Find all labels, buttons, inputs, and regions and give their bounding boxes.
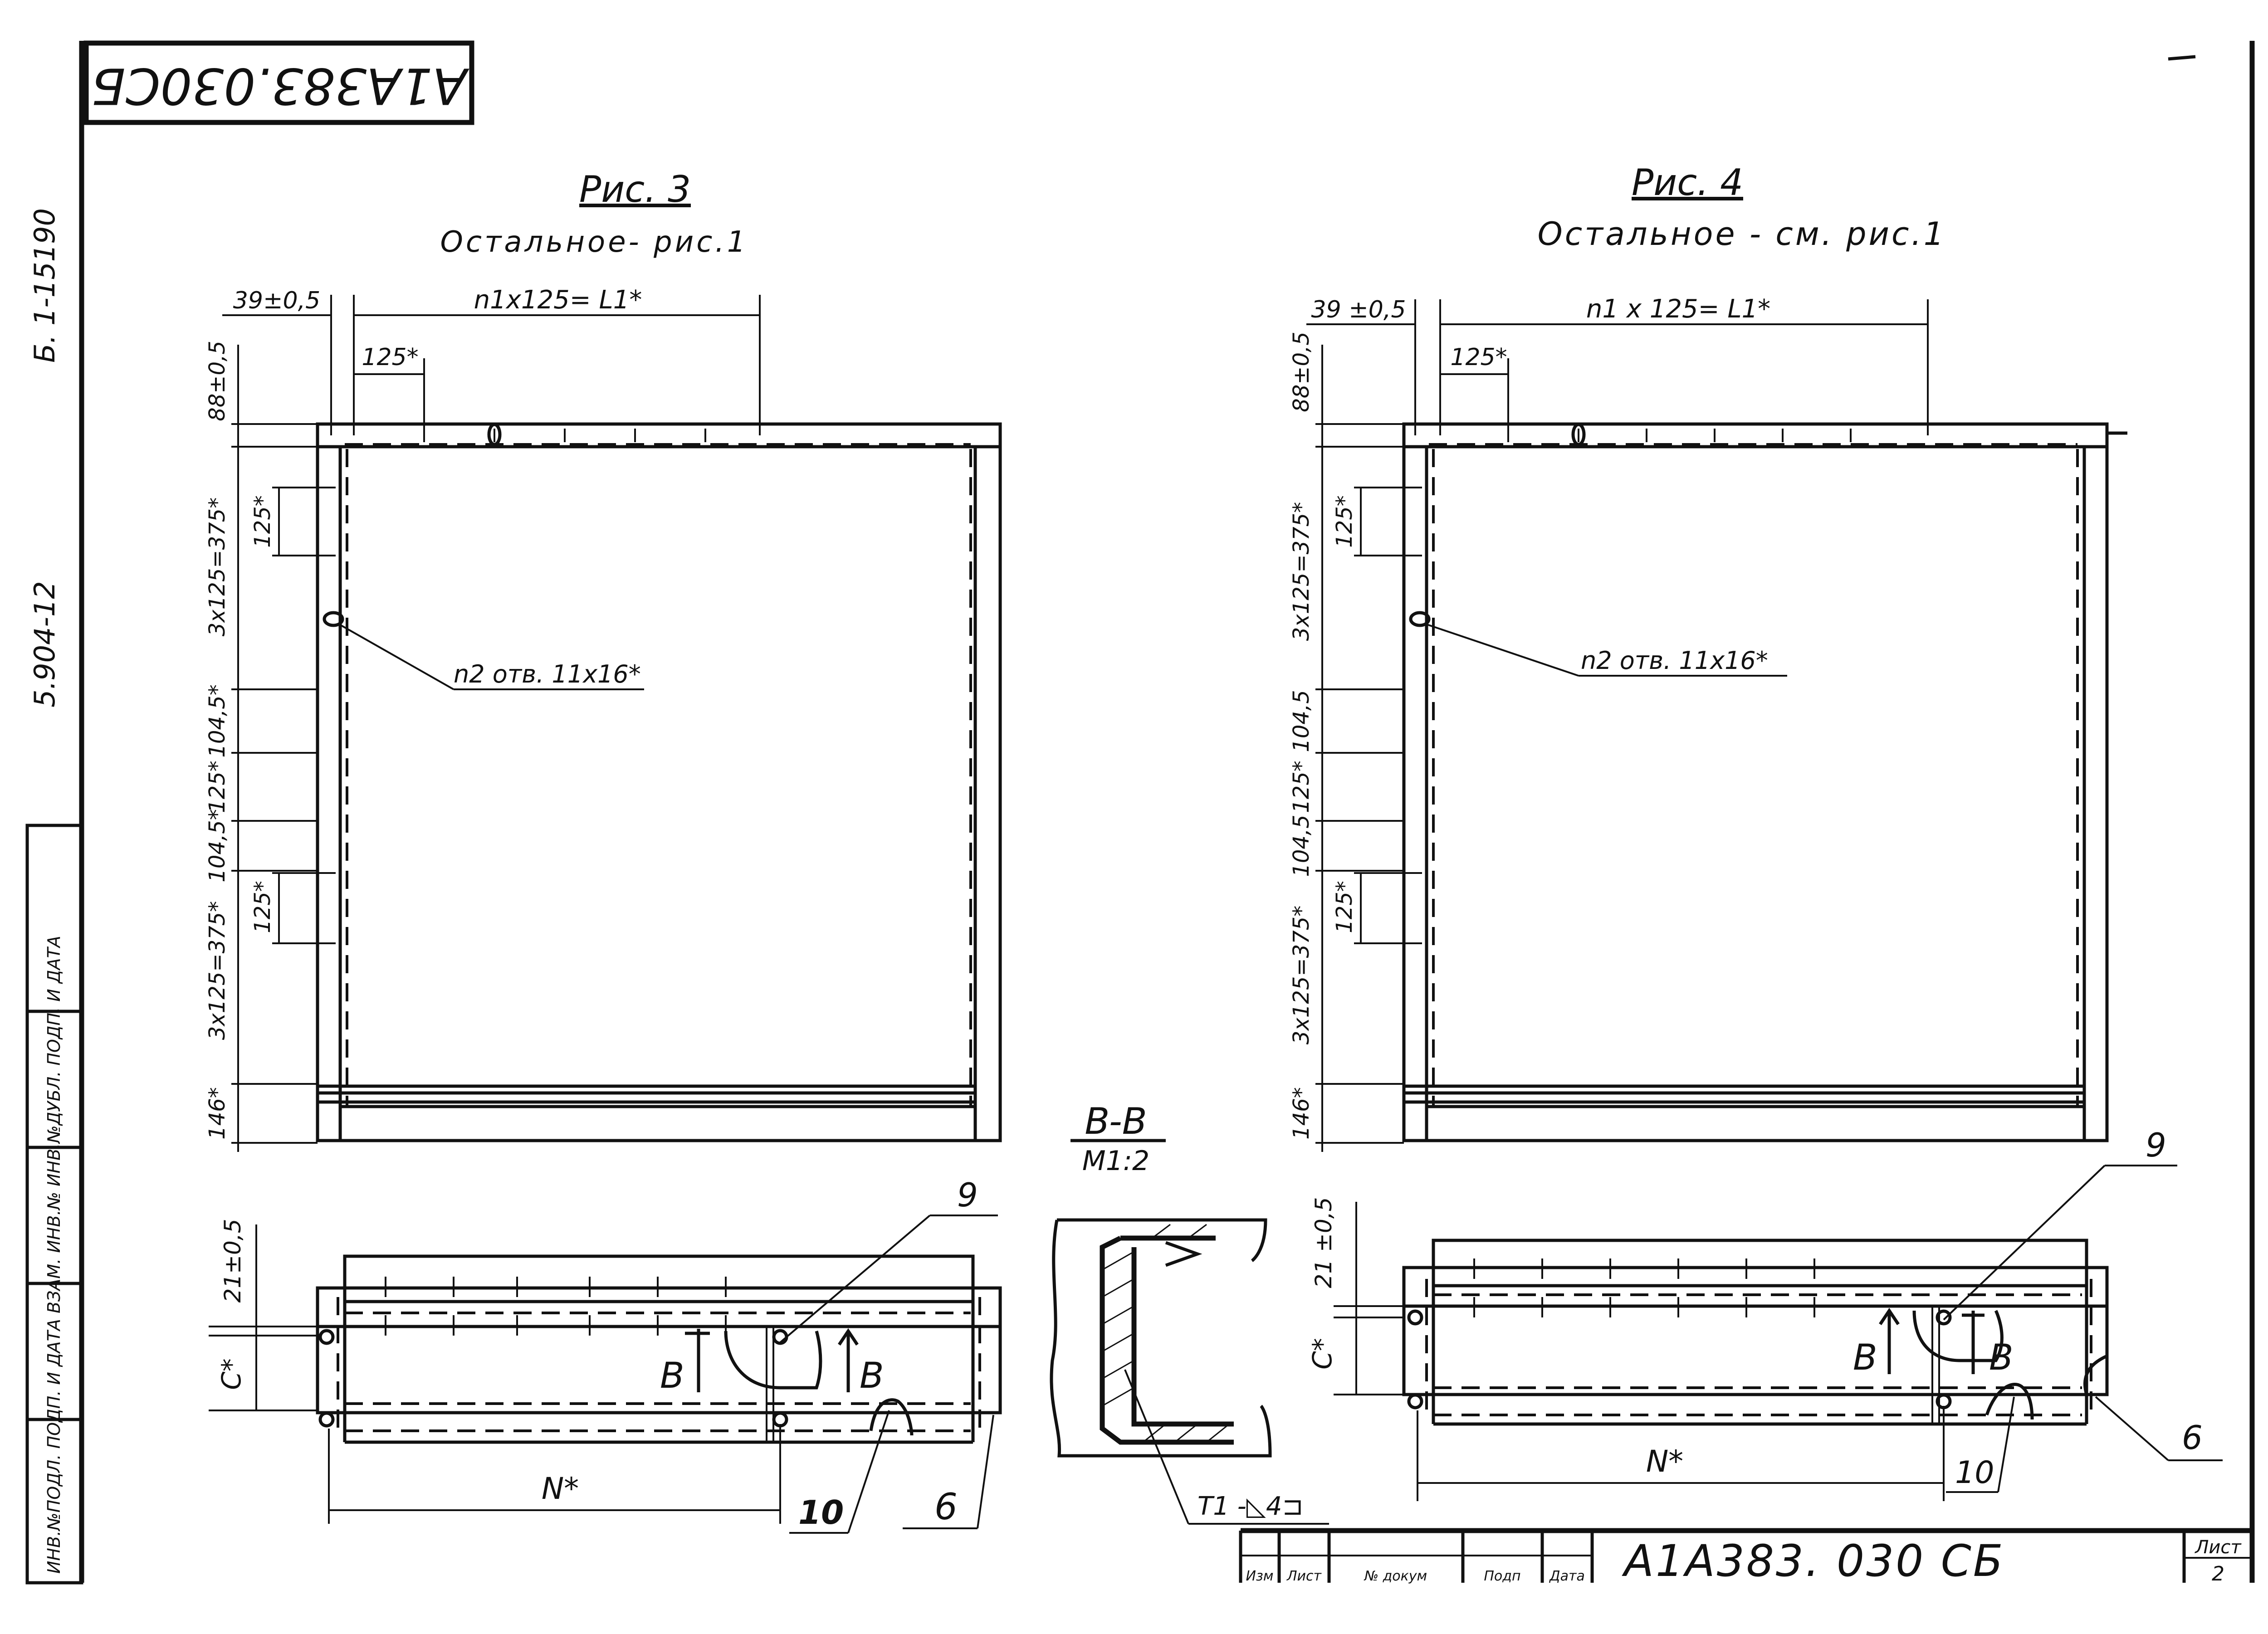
fig3-title: Рис. 3 xyxy=(579,168,691,210)
fig3-dim-left-7: 3x125=375* xyxy=(205,901,230,1040)
section-weld: T1 -◺4⊐ xyxy=(1198,1492,1303,1521)
title-block: Изм Лист № докум Подп Дата A1A383. 030 С… xyxy=(1239,1528,2252,1586)
tb-sheet-label: Лист xyxy=(2194,1537,2242,1558)
fig4-dim-run: n1 x 125= L1* xyxy=(1586,294,1770,324)
fig3-dim-left-0: 88±0,5 xyxy=(205,341,230,421)
fig4-subtitle: Остальное - см. рис.1 xyxy=(1538,215,1946,253)
fig3-sec-left: B xyxy=(660,1356,684,1396)
side-label-top: Б. 1-15190 xyxy=(28,208,61,363)
side-label-mid: 5.904-12 xyxy=(28,581,61,707)
fig4-part-9: 9 xyxy=(2146,1126,2166,1164)
fig3-dim-offset: 39±0,5 xyxy=(233,287,320,314)
side-table: ИНВ.№ПОДЛ. ПОДП. И ДАТА ВЗАМ. ИНВ.№ ИНВ.… xyxy=(25,824,83,1585)
fig4-part-6: 6 xyxy=(2182,1419,2203,1457)
fig4-dim-left-7: 3x125=375* xyxy=(1289,906,1314,1044)
fig3-part-6: 6 xyxy=(934,1486,958,1528)
fig4-title: Рис. 4 xyxy=(1632,161,1743,204)
fig3-sec-right: B xyxy=(860,1356,884,1396)
fig4-side-dim-n: N* xyxy=(1646,1444,1683,1479)
tb-col-3: Подп xyxy=(1484,1568,1520,1584)
fig3-part-10: 10 xyxy=(798,1493,844,1532)
fig4-side-dim-c: C* xyxy=(1307,1338,1338,1370)
stamp-box: A1A383.030СБ xyxy=(83,40,474,125)
fig4-dim-left-4: 125* xyxy=(1289,761,1314,813)
fig4-dim-left-1: 125* xyxy=(1332,495,1357,548)
fig4-side-dim-v: 21 ±0,5 xyxy=(1310,1197,1337,1288)
section-scale: M1:2 xyxy=(1082,1145,1149,1177)
tb-col-0: Изм xyxy=(1246,1568,1273,1584)
side-table-text: ИНВ.№ПОДЛ. ПОДП. И ДАТА ВЗАМ. ИНВ.№ ИНВ.… xyxy=(44,936,64,1574)
fig4-hole-note: n2 отв. 11x16* xyxy=(1581,646,1768,675)
stamp-text: A1A383.030СБ xyxy=(91,57,469,115)
fig4-dim-left-6: 125* xyxy=(1332,881,1357,933)
fig4-sec-left: B xyxy=(1853,1337,1877,1378)
fig3-part-9: 9 xyxy=(957,1176,978,1214)
fig4-dim-left-8: 146* xyxy=(1289,1087,1314,1140)
fig3-side-dim-v: 21±0,5 xyxy=(220,1219,246,1302)
fig4-dim-left-3: 104,5 xyxy=(1289,690,1314,752)
fig3-side-dim-c: C* xyxy=(216,1358,247,1390)
figure-3: Рис. 3 Остальное- рис.1 39±0,5 n1x125= L… xyxy=(205,168,1002,1534)
fig4-part-10: 10 xyxy=(1955,1455,1994,1491)
section-bb: B-B M1:2 T1 -◺4⊐ xyxy=(1050,1100,1329,1525)
fig3-dim-left-1: 125* xyxy=(250,495,275,548)
fig3-hole-note: n2 отв. 11x16* xyxy=(454,660,641,688)
fig3-dim-left-8: 146* xyxy=(205,1087,230,1140)
tb-col-1: Лист xyxy=(1286,1568,1322,1584)
fig4-sec-right: B xyxy=(1989,1337,2014,1378)
section-title: B-B xyxy=(1085,1100,1147,1142)
fig3-subtitle: Остальное- рис.1 xyxy=(440,225,748,259)
fig4-dim-offset: 39 ±0,5 xyxy=(1311,296,1406,323)
fig3-dim-left-3: 104,5* xyxy=(205,684,230,757)
fig3-side-dim-n: N* xyxy=(542,1471,579,1506)
figure-4: Рис. 4 Остальное - см. рис.1 39 ±0,5 n1 … xyxy=(1289,161,2223,1501)
tb-col-4: Дата xyxy=(1549,1568,1585,1584)
fig3-dim-left-2: 3x125=375* xyxy=(205,498,230,636)
fig3-dim-pitch: 125* xyxy=(362,344,418,371)
tb-sheet-number: 2 xyxy=(2212,1562,2224,1585)
fig4-dim-left-5: 104,5 xyxy=(1289,815,1314,877)
fig3-dim-left-4: 125* xyxy=(205,761,230,813)
fig4-dim-left-0: 88±0,5 xyxy=(1289,332,1314,412)
fig3-dim-left-6: 125* xyxy=(250,881,275,933)
fig3-dim-left-5: 104,5* xyxy=(205,809,230,882)
tb-doc-number: A1A383. 030 СБ xyxy=(1621,1536,2004,1586)
fig3-dim-run: n1x125= L1* xyxy=(474,285,642,315)
frame-tick xyxy=(2168,55,2196,61)
fig4-dim-left-2: 3x125=375* xyxy=(1289,502,1314,641)
fig4-dim-pitch: 125* xyxy=(1450,344,1507,371)
tb-col-2: № докум xyxy=(1364,1568,1427,1584)
